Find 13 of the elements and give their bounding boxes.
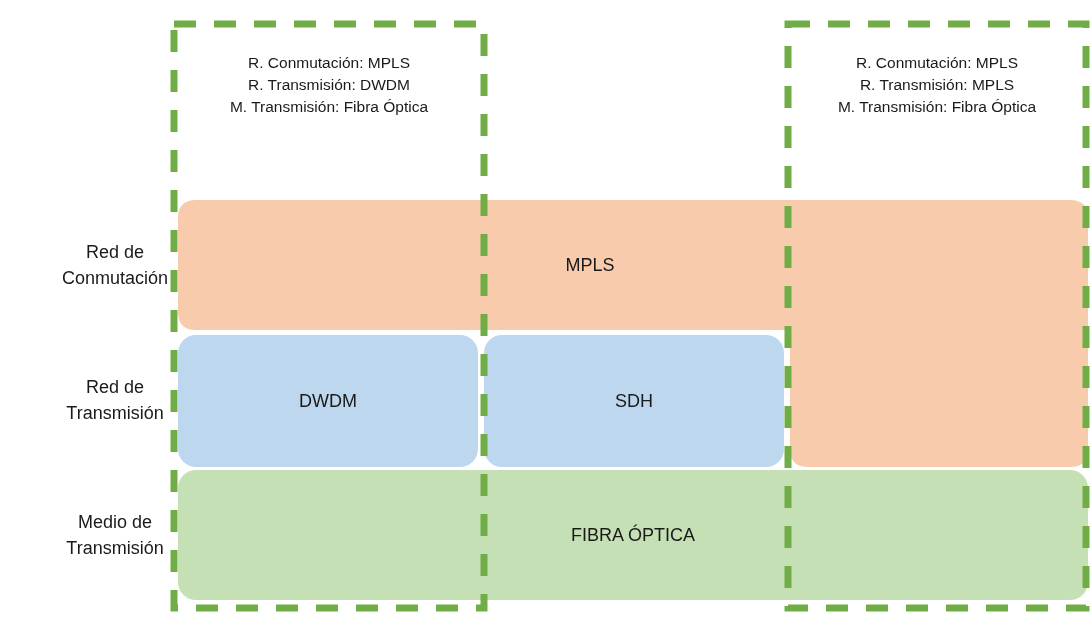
row-label: Red de Conmutación xyxy=(60,241,170,290)
row-label: Red de Transmisión xyxy=(65,376,165,425)
layer-band xyxy=(484,335,784,467)
layer-band xyxy=(178,470,1088,600)
layer-band xyxy=(178,200,1088,467)
band-label: MPLS xyxy=(565,253,615,277)
band-label: FIBRA ÓPTICA xyxy=(571,523,695,547)
band-label: SDH xyxy=(615,389,653,413)
layer-band xyxy=(178,335,478,467)
row-label: Medio de Transmisión xyxy=(65,511,165,560)
band-label: DWDM xyxy=(299,389,357,413)
dashed-group-box xyxy=(784,20,1090,612)
dashed-group-box xyxy=(170,20,488,612)
